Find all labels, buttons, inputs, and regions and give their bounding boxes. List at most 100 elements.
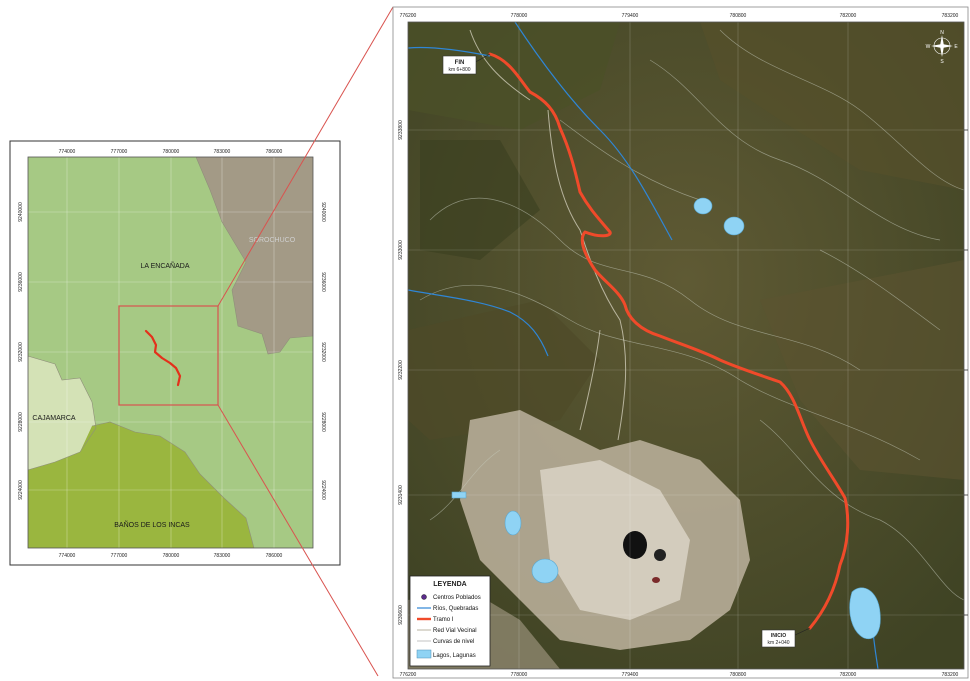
legend-item: Centros Poblados [421,594,481,601]
x-tick-label: 783200 [942,672,959,678]
x-tick-label: 779400 [622,13,639,19]
zoom-connector-lines [217,6,394,677]
legend-item: Tramo I [417,617,454,623]
district-banos-de-los-incas-area [28,422,254,548]
y-tick-label: 9230600 [398,605,404,625]
y-tick-label: 9233800 [398,120,404,140]
detail-y-ticks-left: 9233800 9233000 9232200 9231400 9230600 [398,120,404,625]
callout-fin: FIN km 6+800 [442,53,491,75]
rivers [408,22,879,669]
legend-item-label: Curvas de nivel [433,639,474,645]
detail-map-neatline [407,21,965,670]
district-label-la-encanada: LA ENCAÑADA [140,261,189,270]
lake-area [849,587,881,640]
compass-east-label: E [954,44,958,50]
x-tick-label: 778000 [511,13,528,19]
y-tick-label: 9240000 [320,202,326,222]
x-tick-label: 786000 [266,553,283,559]
legend-item: Ríos, Quebradas [417,606,478,612]
detail-y-ticks-right [964,129,968,616]
legend-item-label: Tramo I [433,617,454,623]
route-tramo-i-line [488,52,850,630]
y-tick-label: 9233000 [398,240,404,260]
district-sorochuco-area [196,157,313,354]
callout-inicio-title: INICIO [771,633,786,639]
x-tick-label: 780800 [730,13,747,19]
callout-inicio-km: km 2+040 [767,640,789,646]
x-tick-label: 778000 [511,672,528,678]
callout-fin-title: FIN [455,60,465,66]
y-tick-label: 9224000 [320,480,326,500]
x-tick-label: 777000 [111,149,128,155]
x-tick-label: 780000 [163,553,180,559]
x-tick-label: 774000 [59,553,76,559]
x-tick-label: 782000 [840,672,857,678]
overview-zoom-box [118,305,219,406]
x-tick-label: 786000 [266,149,283,155]
compass-rose-icon: N S E W [926,30,959,65]
lakes [451,197,881,640]
legend-item-label: Lagos, Lagunas [433,653,476,659]
y-tick-label: 9236000 [18,272,24,292]
overview-y-ticks-right: 9240000 9236000 9232000 9228000 9224000 [320,202,326,500]
overview-grid [28,157,313,548]
y-tick-label: 9228000 [18,412,24,432]
local-roads [469,29,627,441]
contour-lines [419,29,964,601]
overview-x-ticks-top: 774000 777000 780000 783000 786000 [59,149,283,155]
overview-y-ticks-left: 9240000 9236000 9232000 9228000 9224000 [18,202,24,500]
detail-x-ticks-top: 776200 778000 779400 780800 782000 78320… [400,13,959,19]
district-label-banos-de-los-incas: BAÑOS DE LOS INCAS [114,520,190,529]
lake-area [451,491,467,499]
x-tick-label: 777000 [111,553,128,559]
x-tick-label: 782000 [840,13,857,19]
x-tick-label: 776200 [400,13,417,19]
district-cajamarca-area [28,356,96,470]
overview-map-neatline [27,156,314,549]
compass-north-label: N [940,30,944,36]
legend: LEYENDA Centros Poblados Ríos, Quebradas… [409,575,491,667]
legend-title: LEYENDA [433,581,466,588]
x-tick-label: 779400 [622,672,639,678]
lake-area [531,558,559,584]
y-tick-label: 9236000 [320,272,326,292]
district-label-sorochuco: SOROCHUCO [249,237,296,244]
overview-route-line [144,329,182,387]
x-tick-label: 780000 [163,149,180,155]
y-tick-label: 9232000 [18,342,24,362]
y-tick-label: 9232200 [398,360,404,380]
satellite-imagery [408,22,964,669]
lake-area [504,510,522,536]
overview-x-ticks-bottom: 774000 777000 780000 783000 786000 [59,553,283,559]
detail-x-ticks-bottom: 776200 778000 779400 780800 782000 78320… [400,672,959,678]
y-tick-label: 9231400 [398,485,404,505]
compass-west-label: W [926,44,931,50]
district-label-cajamarca: CAJAMARCA [32,415,76,422]
x-tick-label: 774000 [59,149,76,155]
lake-area [693,197,713,215]
callout-inicio: INICIO km 2+040 [761,627,811,648]
legend-item-label: Red Vial Vecinal [433,628,477,634]
detail-map: FIN km 6+800 INICIO km 2+040 N S E W 776… [392,6,969,679]
x-tick-label: 780800 [730,672,747,678]
lake-area [723,216,745,236]
y-tick-label: 9228000 [320,412,326,432]
lake-swatch-icon [416,649,432,659]
x-tick-label: 783000 [214,553,231,559]
legend-item-label: Centros Poblados [433,595,481,601]
x-tick-label: 783000 [214,149,231,155]
x-tick-label: 783200 [942,13,959,19]
pit-lake-area [623,531,647,559]
y-tick-label: 9240000 [18,202,24,222]
y-tick-label: 9232000 [320,342,326,362]
overview-map: LA ENCAÑADA CAJAMARCA BAÑOS DE LOS INCAS… [9,140,341,566]
y-tick-label: 9224000 [18,480,24,500]
legend-item: Red Vial Vecinal [417,628,477,634]
legend-item: Curvas de nivel [417,639,474,645]
callout-fin-km: km 6+800 [448,67,470,73]
compass-south-label: S [940,59,944,65]
legend-item-label: Ríos, Quebradas [433,606,478,612]
populated-place-icon [421,594,427,600]
x-tick-label: 776200 [400,672,417,678]
